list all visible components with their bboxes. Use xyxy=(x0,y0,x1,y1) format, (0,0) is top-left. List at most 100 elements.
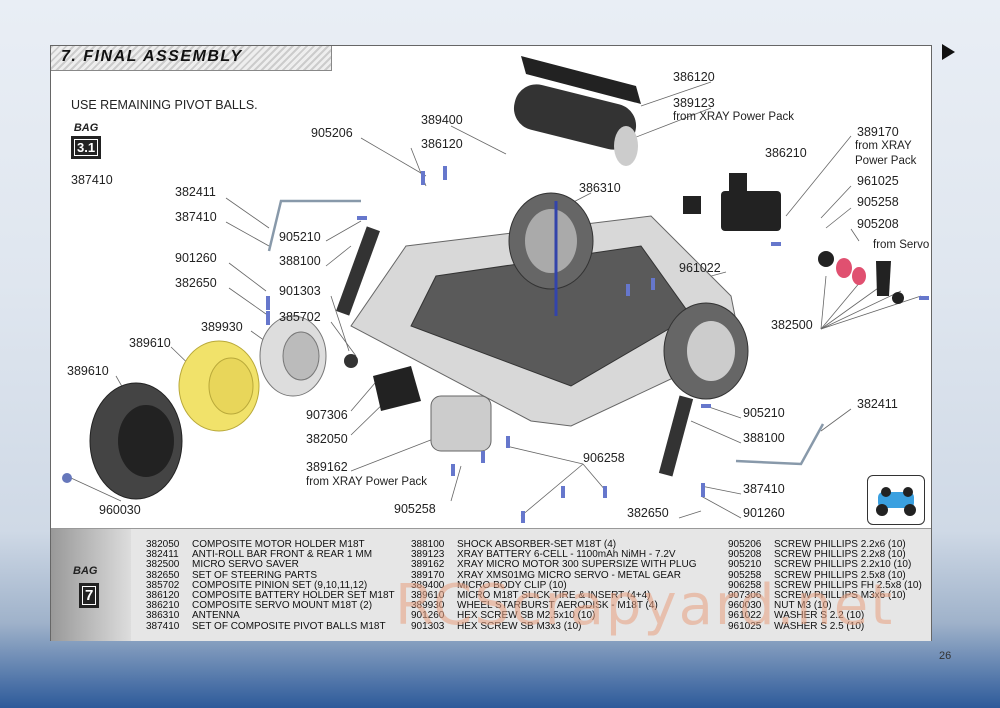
part-number: 901303 xyxy=(411,620,445,632)
part-number: 961022 xyxy=(728,610,762,622)
part-callout-label: from XRAY xyxy=(855,140,912,152)
parts-list-row: 389930 WHEEL STARBURST AERODISK - M18T (4… xyxy=(411,601,697,611)
part-number: 389400 xyxy=(411,579,445,591)
bag-top-badge: BAG 3.1 xyxy=(71,122,102,159)
buggy-thumbnail-icon xyxy=(867,475,925,525)
part-number: 382650 xyxy=(146,569,180,581)
part-description: SCREW PHILLIPS 2.2x10 (10) xyxy=(774,559,912,571)
part-number: 905258 xyxy=(728,569,762,581)
part-callout-label: 382650 xyxy=(627,506,669,520)
part-callout-label: 382411 xyxy=(857,397,898,411)
part-number: 382050 xyxy=(146,539,180,550)
part-description: ANTI-ROLL BAR FRONT & REAR 1 MM xyxy=(192,549,373,561)
part-callout-label: 382500 xyxy=(771,318,813,332)
part-number: 386120 xyxy=(146,590,180,602)
part-callout-label: 389610 xyxy=(129,336,171,350)
part-description: COMPOSITE PINION SET (9,10,11,12) xyxy=(192,579,368,591)
part-callout-label: 389123 xyxy=(673,96,715,110)
bag-bottom-badge: BAG 7 xyxy=(51,529,131,641)
part-callout-label: 389400 xyxy=(421,113,463,127)
part-description: XRAY MICRO MOTOR 300 SUPERSIZE WITH PLUG xyxy=(457,559,697,571)
part-callout-label: from XRAY Power Pack xyxy=(673,111,795,123)
parts-list-row: 905258 SCREW PHILLIPS 2.5x8 (10) xyxy=(728,569,922,581)
part-description: MICRO M18T SLICK TIRE & INSERT (4+4) xyxy=(457,590,651,602)
part-callout-label: Power Pack xyxy=(855,155,917,167)
part-description: SET OF COMPOSITE PIVOT BALLS M18T xyxy=(192,620,386,632)
bag-top-word: BAG xyxy=(73,122,99,134)
part-number: 386210 xyxy=(146,600,180,612)
part-number: 905206 xyxy=(728,539,762,550)
part-number: 905210 xyxy=(728,559,762,571)
part-callout-label: 387410 xyxy=(71,173,113,187)
instruction-text: USE REMAINING PIVOT BALLS. xyxy=(71,98,258,112)
part-callout-label: 388100 xyxy=(279,254,321,268)
parts-list-row: 382650 SET OF STEERING PARTS xyxy=(146,569,395,581)
part-description: ANTENNA xyxy=(192,610,240,622)
parts-list-row: 906258 SCREW PHILLIPS FH 2.5x8 (10) xyxy=(728,579,922,591)
part-number: 382500 xyxy=(146,559,180,571)
part-callout-label: from Servo xyxy=(873,239,930,251)
part-callout-label: 960030 xyxy=(99,503,141,517)
parts-list-row: 386310 ANTENNA xyxy=(146,611,395,621)
part-callout-label: from XRAY Power Pack xyxy=(306,476,428,488)
part-callout-label: 389162 xyxy=(306,460,348,474)
part-number: 906258 xyxy=(728,579,762,591)
bag-bottom-number: 7 xyxy=(79,583,100,608)
part-description: SCREW PHILLIPS 2.2x6 (10) xyxy=(774,539,906,550)
parts-list-row: 905210 SCREW PHILLIPS 2.2x10 (10) xyxy=(728,560,922,570)
part-description: XRAY BATTERY 6-CELL - 1100mAh NiMH - 7.2… xyxy=(457,549,676,561)
part-callout-label: 382650 xyxy=(175,276,217,290)
part-callout-label: 906258 xyxy=(583,451,625,465)
part-callout-label: 961025 xyxy=(857,174,899,188)
part-number: 389170 xyxy=(411,569,445,581)
part-description: SCREW PHILLIPS 2.2x8 (10) xyxy=(774,549,906,561)
assembly-page-frame: 7. FINAL ASSEMBLY USE REMAINING PIVOT BA… xyxy=(50,45,932,641)
bag-bottom-word: BAG xyxy=(73,565,98,577)
part-callout-label: 389610 xyxy=(67,364,109,378)
part-callout-label: 387410 xyxy=(175,210,217,224)
part-callout-label: 905208 xyxy=(857,217,899,231)
part-callout-label: 389930 xyxy=(201,320,243,334)
part-callout-label: 388100 xyxy=(743,431,785,445)
part-description: SET OF STEERING PARTS xyxy=(192,569,318,581)
part-description: SCREW PHILLIPS M3x6 (10) xyxy=(774,590,906,602)
part-callout-label: 901260 xyxy=(175,251,217,265)
part-callout-label: 961022 xyxy=(679,261,721,275)
part-description: SCREW PHILLIPS 2.5x8 (10) xyxy=(774,569,906,581)
part-number: 905208 xyxy=(728,549,762,561)
part-callout-label: 386310 xyxy=(579,181,621,195)
watermark: RCScrapyard.net xyxy=(395,573,895,638)
part-description: WHEEL STARBURST AERODISK - M18T (4) xyxy=(457,600,658,612)
part-callout-label: 905210 xyxy=(743,406,785,420)
part-number: 960030 xyxy=(728,600,762,612)
part-number: 389930 xyxy=(411,600,445,612)
part-description: HEX SCREW SB M2.5x10 (10) xyxy=(457,610,596,622)
part-number: 386310 xyxy=(146,610,180,622)
part-description: SCREW PHILLIPS FH 2.5x8 (10) xyxy=(774,579,922,591)
part-callout-label: 386210 xyxy=(765,146,807,160)
part-callout-label: 901303 xyxy=(279,284,321,298)
part-callout-label: 905258 xyxy=(857,195,899,209)
part-number: 388100 xyxy=(411,539,445,550)
part-callout-label: 385702 xyxy=(279,310,321,324)
section-title-bar: 7. FINAL ASSEMBLY xyxy=(51,46,332,71)
exploded-assembly-diagram xyxy=(62,56,929,523)
part-callout-label: 382050 xyxy=(306,432,348,446)
part-number: 387410 xyxy=(146,620,180,632)
part-callout-label: 905258 xyxy=(394,502,436,516)
